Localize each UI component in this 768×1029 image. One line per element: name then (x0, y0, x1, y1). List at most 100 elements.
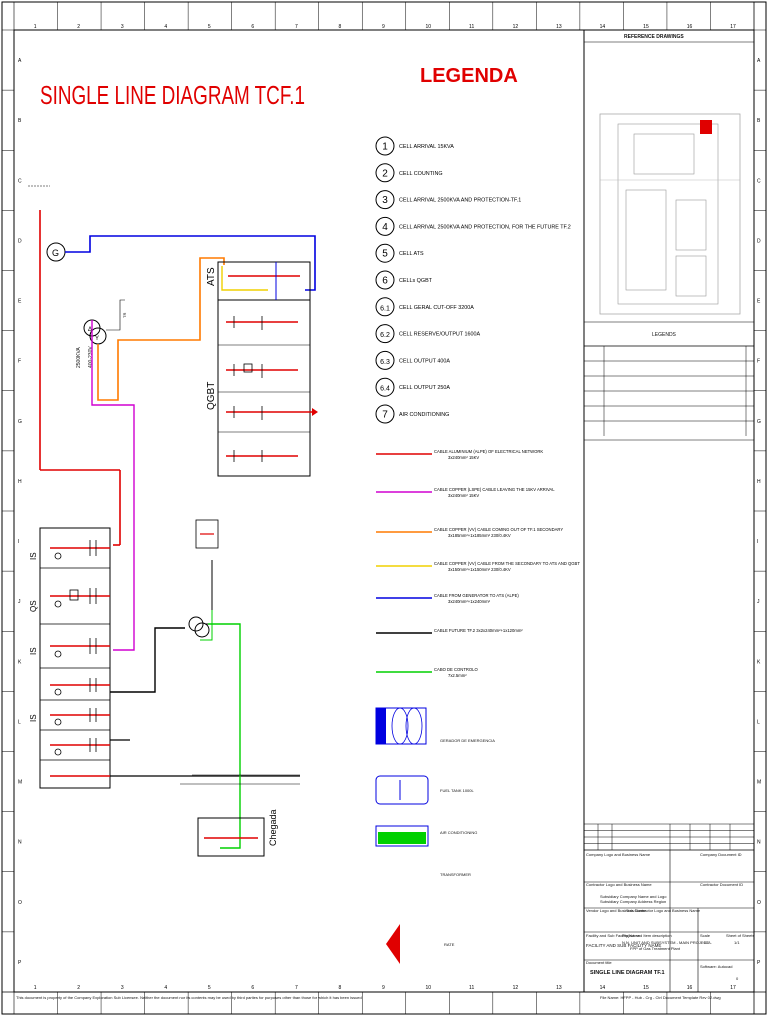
column-grid-ticks: 1122334455667788991010111112121313141415… (34, 2, 755, 1014)
legend-text: CELLs QGBT (399, 278, 433, 284)
contractor: Contractor Logo and Business Name (586, 882, 652, 887)
air-conditioning-icon (375, 825, 429, 847)
legend-number: 6.3 (380, 359, 390, 366)
legend-text: AIR CONDITIONING (399, 412, 449, 418)
row-letter-right: O (757, 900, 761, 906)
transformer-legend-text: TRANSFORMER (440, 872, 471, 877)
column-number-bottom: 5 (208, 985, 211, 991)
cable-legend-sub: 3x150mm²+1x150mm² 230/0.4KV (448, 567, 511, 572)
row-letter-left: A (18, 58, 22, 64)
legend-number: 3 (382, 195, 388, 206)
project-sub: FPP of Gas Treatment Plant (630, 946, 681, 951)
sheet-value: 1/1 (734, 940, 740, 945)
generator-legend-text: GERADOR DE EMERGENCIA (440, 738, 495, 743)
legend-number-circle (375, 243, 395, 263)
row-letter-right: J (757, 599, 760, 605)
legend-text: CELL ARRIVAL 2500KVA AND PROTECTION-TF.1 (399, 198, 521, 204)
ats-label: ATS (206, 267, 217, 286)
row-letter-left: F (18, 359, 21, 365)
rate-arrow-icon (386, 924, 400, 964)
cable-legend-text: CABO DE CONTROLO (434, 667, 478, 672)
legend-number-circle (375, 216, 395, 236)
row-letter-right: N (757, 840, 761, 846)
legend-number: 6.1 (380, 305, 390, 312)
is-label-3: IS (29, 714, 38, 722)
cable-legend-item: CABLE FUTURE TF.2 3x2x240mm²+1x120mm² (376, 628, 523, 634)
doc-title: SINGLE LINE DIAGRAM TF.1 (590, 970, 665, 976)
row-letter-left: K (18, 659, 22, 665)
column-number-top: 9 (382, 24, 385, 30)
column-number-top: 14 (600, 24, 606, 30)
transformer-rating: 2500KVA (76, 347, 82, 368)
cable-legend-text: CABLE FUTURE TF.2 3x2x240mm²+1x120mm² (434, 628, 523, 633)
row-letter-right: I (757, 539, 758, 545)
row-letter-left: J (18, 599, 21, 605)
column-number-bottom: 12 (513, 985, 519, 991)
revision-number: 0 (736, 976, 739, 981)
column-number-bottom: 4 (164, 985, 167, 991)
cable-legend-item: CABLE COPPER (LSPE) CABLE LEAVING THE 15… (376, 487, 555, 498)
row-letter-right: H (757, 479, 761, 485)
cable-legend-item: CABLE FROM GENERATOR TO ATS (ALPE)3x240m… (376, 593, 519, 604)
column-number-bottom: 1 (34, 985, 37, 991)
legend-number-circle (375, 136, 395, 156)
air-conditioning-legend-text: AIR CONDITIONING (440, 830, 477, 835)
row-letter-left: L (18, 719, 21, 725)
row-letter-left: I (18, 539, 19, 545)
symbol-legend: GERADOR DE EMERGENCIA FUEL TANK 1000L AI… (375, 707, 495, 964)
column-number-bottom: 15 (643, 985, 649, 991)
legend-number: 2 (382, 168, 388, 179)
legend-text: CELL OUTPUT 250A (399, 385, 450, 391)
legends-table (584, 345, 754, 441)
column-number-top: 8 (338, 24, 341, 30)
revision-table (584, 823, 754, 851)
column-number-top: 6 (251, 24, 254, 30)
cable-legend-text: CABLE COPPER (VV) CABLE COMING OUT OF TF… (434, 527, 563, 532)
legend-text: CELL ATS (399, 251, 424, 257)
column-number-bottom: 17 (730, 985, 736, 991)
legend-text: CELL COUNTING (399, 171, 443, 177)
title-block-grid (584, 849, 754, 992)
column-number-top: 1 (34, 24, 37, 30)
scale-label: Scale (700, 933, 711, 938)
cable-legend-sub: 3x240mm² 15KV (448, 455, 479, 460)
cable-legend-text: CABLE COPPER (VV) CABLE FROM THE SECONDA… (434, 561, 580, 566)
is-label-2: IS (29, 647, 38, 655)
row-letter-left: O (18, 900, 22, 906)
column-number-top: 5 (208, 24, 211, 30)
svg-text:Y: Y (95, 336, 99, 342)
column-number-top: 12 (513, 24, 519, 30)
row-letter-right: A (757, 58, 761, 64)
column-number-top: 17 (730, 24, 736, 30)
contractor-doc: Contractor Document ID (700, 882, 743, 887)
scale-value: N.A. (704, 940, 712, 945)
legend-number-circle (375, 350, 395, 370)
cable-legend-text: CABLE ALUMINIUM (ALPE) OF ELECTRICAL NET… (434, 449, 543, 454)
column-number-top: 16 (687, 24, 693, 30)
cable-legend-item: CABLE COPPER (VV) CABLE COMING OUT OF TF… (376, 527, 563, 538)
column-number-top: 3 (121, 24, 124, 30)
diagram-title: SINGLE LINE DIAGRAM TCF.1 (40, 80, 305, 110)
facility-label: Facility and Sub Facility Name (586, 933, 641, 938)
row-letter-left: G (18, 419, 22, 425)
column-number-top: 11 (469, 24, 474, 30)
reference-drawings-title: REFERENCE DRAWINGS (624, 34, 684, 40)
row-letter-right: L (757, 719, 760, 725)
tr-label: TR (122, 313, 127, 318)
row-letter-right: K (757, 659, 761, 665)
qs-label: QS (29, 600, 38, 612)
column-number-bottom: 13 (556, 985, 562, 991)
column-number-bottom: 2 (77, 985, 80, 991)
chegada-label: Chegada (268, 809, 278, 846)
